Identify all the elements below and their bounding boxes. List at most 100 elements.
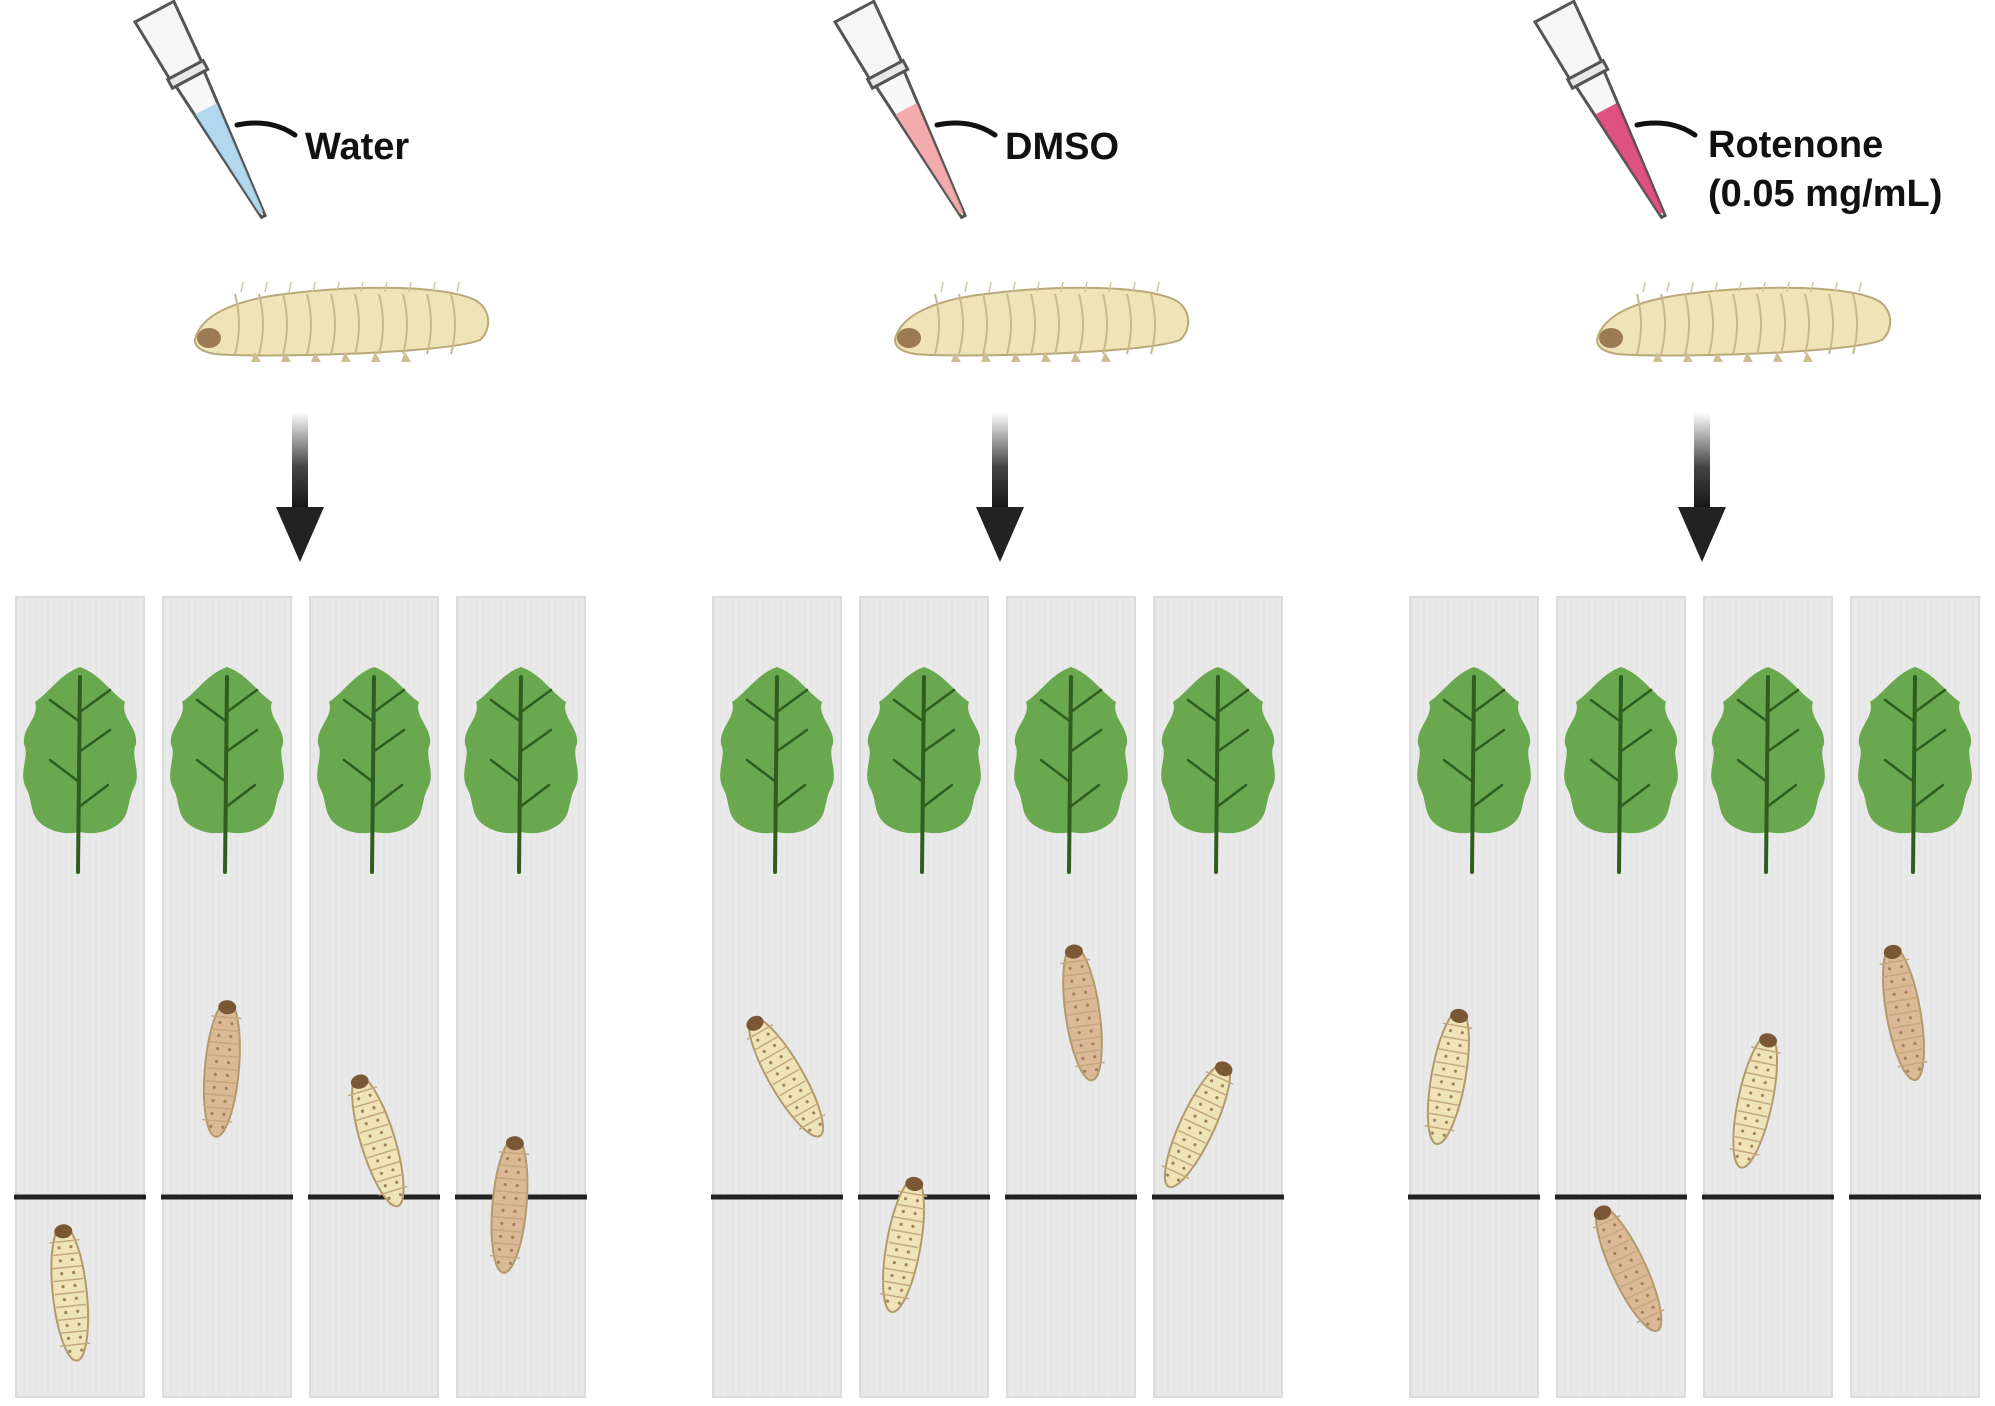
leaf-vein (195, 698, 229, 724)
test-lane (1702, 596, 1834, 1398)
larva-segment (1062, 971, 1093, 978)
larva-segment (1178, 1129, 1206, 1144)
leaf-vein (1766, 688, 1800, 714)
test-lane (308, 596, 440, 1398)
larva-leg (1773, 352, 1783, 362)
larva-spot (890, 1273, 894, 1278)
pipette-liquid (195, 103, 264, 214)
larva-segment (884, 1267, 914, 1274)
larva-spot (1209, 1107, 1214, 1112)
label-leader-line (934, 120, 998, 138)
larva-spot (209, 1124, 213, 1128)
leaf-vein (518, 728, 553, 754)
larva-segment (1625, 1285, 1654, 1300)
larva-segment (890, 1228, 921, 1236)
larva-hair (1132, 281, 1136, 293)
larva-segment (54, 1290, 85, 1296)
larva-spot (1613, 1223, 1617, 1227)
larva-spot (1646, 1293, 1650, 1298)
larva-hair (384, 281, 388, 293)
leaf-midrib (1617, 675, 1623, 874)
larva-spot (1624, 1275, 1628, 1279)
larva-spot (70, 1257, 74, 1262)
larva-segment (206, 1066, 237, 1072)
leaf-vein (518, 783, 551, 809)
waxworm-larva-icon (746, 1015, 826, 1138)
larva-segment (893, 1216, 923, 1223)
larva-spot (517, 1158, 522, 1162)
leaf-vein (1039, 758, 1072, 784)
larva-segment (1620, 1273, 1649, 1288)
larva-spot (902, 1275, 906, 1280)
larva-spot (72, 1270, 76, 1275)
larva-spot (213, 1072, 217, 1077)
larva-spot (795, 1106, 799, 1110)
waxworm-larva-icon (1729, 1033, 1781, 1169)
larva-spot (76, 1309, 80, 1313)
larva-spot (1646, 1322, 1650, 1326)
leaf-midrib (223, 675, 229, 874)
larva-spot (210, 1111, 214, 1115)
leaf-vein (1883, 758, 1916, 784)
leaf-vein (519, 688, 553, 714)
leaf-midrib (517, 675, 523, 874)
larva-spot (913, 1211, 917, 1216)
larva-segment (1895, 1048, 1926, 1055)
larva-hair (1762, 281, 1766, 293)
larva-spot (516, 1171, 520, 1175)
larva-segment (494, 1202, 525, 1208)
larva-spot (398, 1193, 403, 1197)
leaf-vein (922, 688, 956, 714)
larva-segment (958, 293, 964, 355)
larva-segment (1636, 293, 1642, 355)
larva-leg (981, 352, 991, 362)
larva-hair (1690, 281, 1694, 293)
larva-segment (1888, 1009, 1919, 1017)
larva-spot (66, 1336, 71, 1340)
larva-segment (1431, 1086, 1462, 1094)
pipette-tip-icon (1532, 0, 1668, 220)
larva-spot (509, 1248, 514, 1252)
larva-spot (1906, 1003, 1910, 1007)
larva-spot (915, 1199, 920, 1203)
larva-segment (772, 1068, 800, 1086)
waxworm-larva-icon (1161, 1061, 1234, 1189)
larva-spot (1176, 1149, 1181, 1154)
larva-segment (203, 1105, 234, 1110)
leaf-vein (1736, 698, 1770, 724)
waxworm-larva-icon (202, 1000, 242, 1138)
test-lane (161, 596, 293, 1398)
larva-spot (786, 1066, 790, 1070)
larva-hair (1858, 281, 1862, 293)
larva-hair (1084, 281, 1088, 293)
leaf-vein (1913, 688, 1947, 714)
larva-segment (58, 1329, 89, 1335)
larva-spot (1079, 1043, 1083, 1048)
leaf-midrib (773, 675, 779, 874)
leaf-vein (1215, 728, 1250, 754)
larva-hair (288, 281, 292, 293)
larva-spot (1607, 1240, 1611, 1244)
larva-spot (1746, 1104, 1750, 1108)
larva-spot (216, 1046, 220, 1051)
larva-spot (1897, 1018, 1901, 1022)
larva-spot (1750, 1144, 1754, 1148)
larva-spot (1651, 1305, 1655, 1309)
leaf-vein (1186, 698, 1220, 724)
larva-segment (1054, 293, 1060, 355)
leaf-vein (1068, 783, 1101, 809)
larva-segment (426, 293, 432, 355)
larva-segment (1433, 1073, 1464, 1081)
arrow-head (276, 507, 324, 562)
larva-spot (368, 1093, 372, 1097)
larva-segment (1428, 1099, 1459, 1106)
larva-segment (234, 293, 240, 355)
larva-segment (1732, 293, 1738, 355)
larva-segment (1438, 1048, 1468, 1055)
leaf-midrib (1911, 675, 1917, 874)
larva-segment (1886, 996, 1917, 1004)
waxworm-larva-icon (879, 1176, 928, 1314)
larva-segment (1167, 1153, 1195, 1168)
larva-segment (1194, 1094, 1223, 1109)
larva-segment (208, 1053, 239, 1059)
